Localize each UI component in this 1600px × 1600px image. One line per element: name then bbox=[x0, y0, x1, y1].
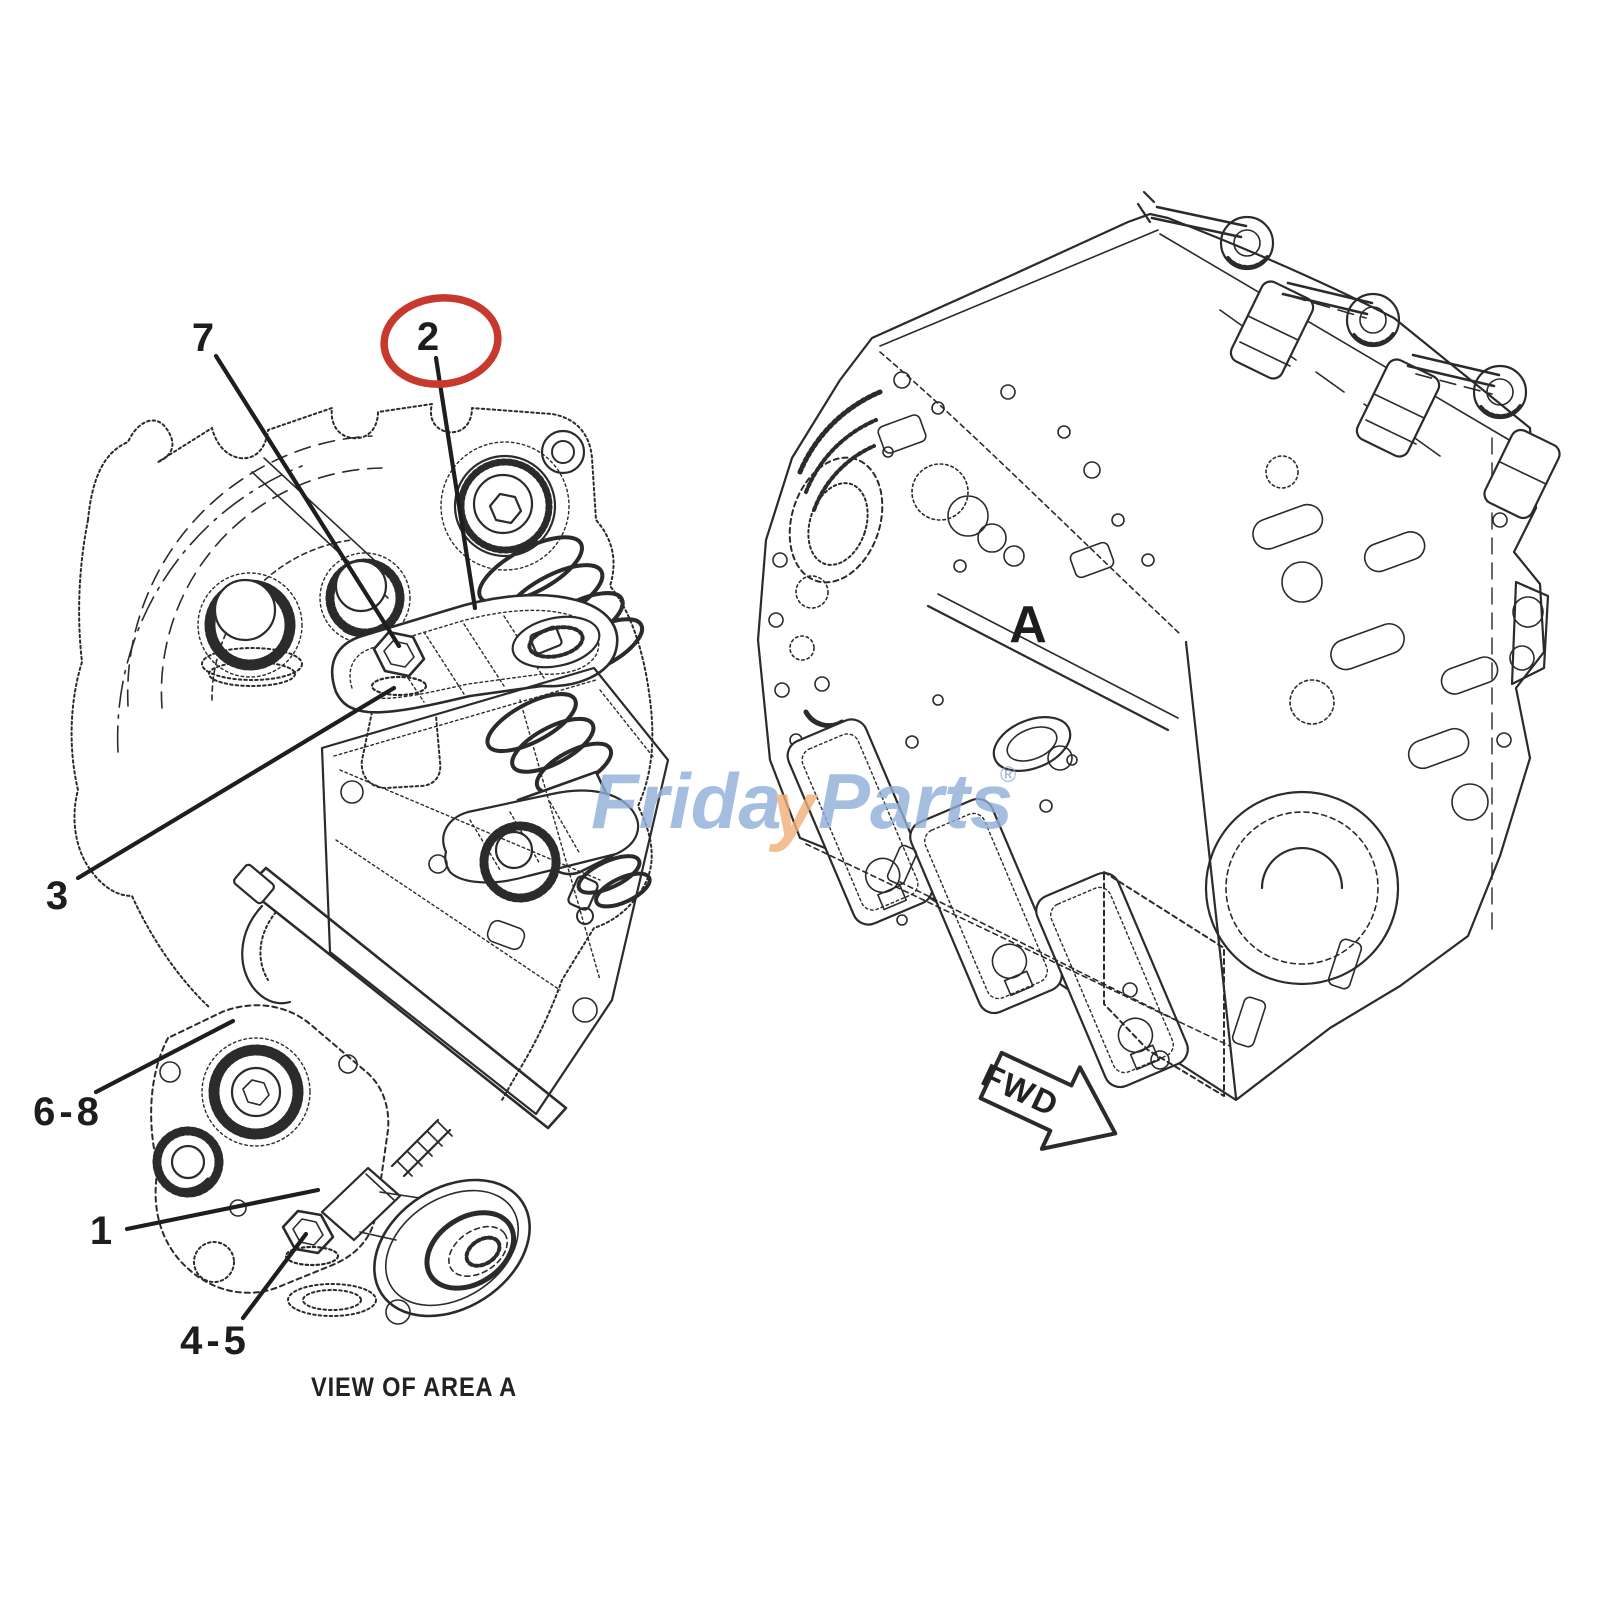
callout-label-3: 3 bbox=[46, 874, 68, 918]
watermark: Frida y Parts ® bbox=[591, 757, 1016, 853]
area-a-label: A bbox=[1009, 596, 1047, 654]
detail-view-drawing bbox=[70, 403, 670, 1325]
watermark-accent-y: y bbox=[768, 765, 819, 853]
callout-label-1: 1 bbox=[90, 1209, 112, 1253]
watermark-text-frida: Frida bbox=[591, 757, 782, 845]
callouts: 7 2 3 6-8 1 4-5 bbox=[33, 294, 502, 1363]
watermark-text-parts: Parts bbox=[818, 757, 1013, 845]
leader-line-6-8 bbox=[93, 1018, 236, 1095]
callout-label-4-5: 4-5 bbox=[180, 1319, 250, 1363]
watermark-registered-mark: ® bbox=[1000, 762, 1016, 787]
cylinder-windows bbox=[786, 718, 1189, 1089]
view-caption: VIEW OF AREA A bbox=[311, 1372, 517, 1402]
engine-block-drawing: A FWD bbox=[756, 190, 1561, 1151]
injector-group bbox=[1136, 190, 1561, 520]
leader-line-4-5 bbox=[240, 1231, 309, 1321]
fwd-arrow-shape bbox=[978, 1050, 1118, 1151]
leader-line-1 bbox=[124, 1187, 321, 1232]
highlight-ellipse bbox=[380, 294, 502, 388]
leader-line-2 bbox=[433, 355, 478, 611]
leader-line-3 bbox=[75, 685, 397, 881]
callout-label-2: 2 bbox=[417, 315, 439, 359]
leader-line-7 bbox=[213, 353, 402, 649]
callout-label-6-8: 6-8 bbox=[33, 1090, 103, 1134]
callout-label-7: 7 bbox=[192, 316, 214, 360]
